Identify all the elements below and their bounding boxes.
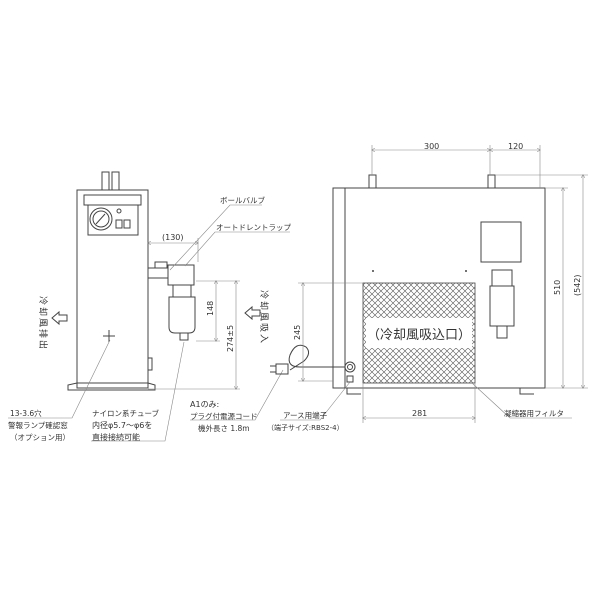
dim-300: 300 xyxy=(424,142,439,151)
earth-label-1: アース用端子 xyxy=(283,410,328,420)
dim-130: (130) xyxy=(162,233,184,242)
dim-281: 281 xyxy=(412,409,427,418)
dim-120: 120 xyxy=(508,142,523,151)
exhaust-label: 冷却風排出 xyxy=(37,296,49,351)
hole-label-1: 13-3.6穴 xyxy=(10,408,42,418)
tube-label-3: 直接接続可能 xyxy=(92,432,140,442)
intake-label: 冷却風吸入 xyxy=(258,290,270,345)
cord-label-2: プラグ付電源コード xyxy=(190,411,258,421)
ball-valve-label: ボールバルブ xyxy=(220,195,265,205)
dim-542: (542) xyxy=(573,274,582,296)
hole-label-3: （オプション用） xyxy=(10,433,70,442)
dim-148: 148 xyxy=(206,301,215,316)
intake-arrow-icon xyxy=(244,305,261,321)
earth-label-2: （端子サイズ:RBS2-4） xyxy=(267,423,344,432)
front-view-dimensions: 300 120 510 (542) 245 281 xyxy=(293,142,588,423)
front-view-unit: （冷却風吸込口） xyxy=(270,174,546,395)
intake-port-label: （冷却風吸込口） xyxy=(367,328,471,343)
hole-label-2: 警報ランプ確認窓 xyxy=(8,420,68,430)
side-view-dimensions: (130) 148 274±5 xyxy=(148,233,240,389)
exhaust-arrow-icon xyxy=(51,310,68,326)
dim-274: 274±5 xyxy=(226,325,235,352)
tube-label-1: ナイロン系チューブ xyxy=(92,408,160,418)
tube-label-2: 内径φ5.7～φ6を xyxy=(92,420,152,430)
cord-label-1: A1のみ: xyxy=(190,400,219,409)
condenser-filter-label: 凝縮器用フィルタ xyxy=(504,408,564,418)
dim-245: 245 xyxy=(293,325,302,340)
hole-mark-icon xyxy=(103,330,115,342)
side-view-unit xyxy=(67,171,196,391)
pressure-gauge-icon xyxy=(89,207,113,231)
dim-510: 510 xyxy=(553,280,562,295)
cord-label-3: 機外長さ 1.8m xyxy=(198,423,250,433)
power-cord xyxy=(288,344,345,371)
plug-icon xyxy=(270,363,289,375)
auto-drain-label: オートドレントラップ xyxy=(216,223,291,232)
